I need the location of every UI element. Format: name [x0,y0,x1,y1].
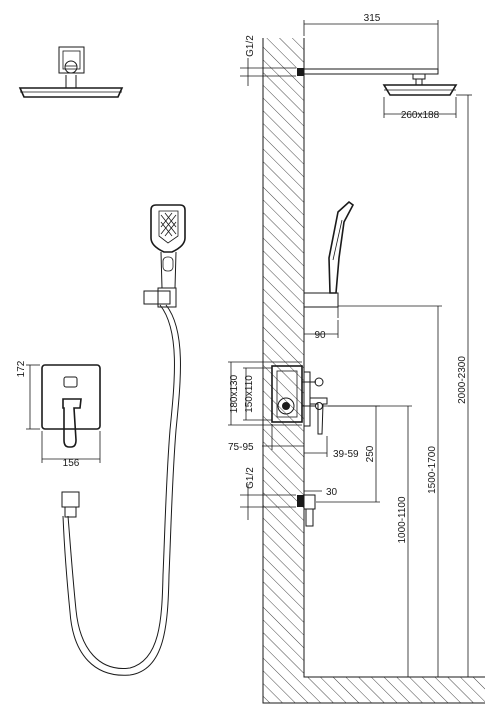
spout-length-dimension: 90 [304,320,339,341]
mixer-plate-icon [41,364,101,448]
svg-text:180x130: 180x130 [229,374,240,413]
svg-text:150x110: 150x110 [244,375,255,413]
svg-text:30: 30 [326,487,338,498]
lower-outlet-section [297,494,316,527]
arm-length-dimension: 315 [303,13,439,70]
svg-text:2000-2300: 2000-2300 [457,356,468,404]
svg-text:90: 90 [314,330,326,341]
svg-text:250: 250 [365,445,376,462]
wall-section [262,38,485,704]
svg-text:G1/2: G1/2 [245,467,256,489]
handle-depth-dimension: 39-59 [304,436,359,460]
plate-width-dimension: 156 [41,431,101,469]
svg-text:39-59: 39-59 [333,449,359,460]
svg-text:G1/2: G1/2 [245,35,256,57]
head-size-dimension: 260x188 [383,97,457,121]
svg-text:260x188: 260x188 [401,110,440,121]
svg-text:315: 315 [364,13,381,24]
hand-shower-icon [62,204,186,676]
shower-arm-section [297,68,458,96]
mixer-size-dimension: 180x130 150x110 [228,361,302,426]
holder-height-dimension: 1500-1700 [338,305,442,677]
concealed-mixer-section [271,365,328,435]
svg-text:156: 156 [63,458,80,469]
mixer-height-dimension: 1000-1100 [328,405,412,677]
svg-text:1000-1100: 1000-1100 [397,496,408,544]
svg-text:75-95: 75-95 [228,442,254,453]
top-connection-dimension: G1/2 [240,35,296,86]
svg-text:172: 172 [16,360,27,377]
rain-shower-head-icon [18,46,124,98]
wall-outlet-icon [61,491,80,518]
outlet-length-dimension: 30 [304,487,338,498]
install-depth-dimension: 75-95 [228,424,305,453]
plate-height-dimension: 172 [16,360,40,430]
bottom-connection-dimension: G1/2 [240,467,296,520]
hand-shower-side-icon [303,200,355,318]
svg-text:1500-1700: 1500-1700 [427,446,438,494]
head-height-dimension: 2000-2300 [456,94,472,677]
